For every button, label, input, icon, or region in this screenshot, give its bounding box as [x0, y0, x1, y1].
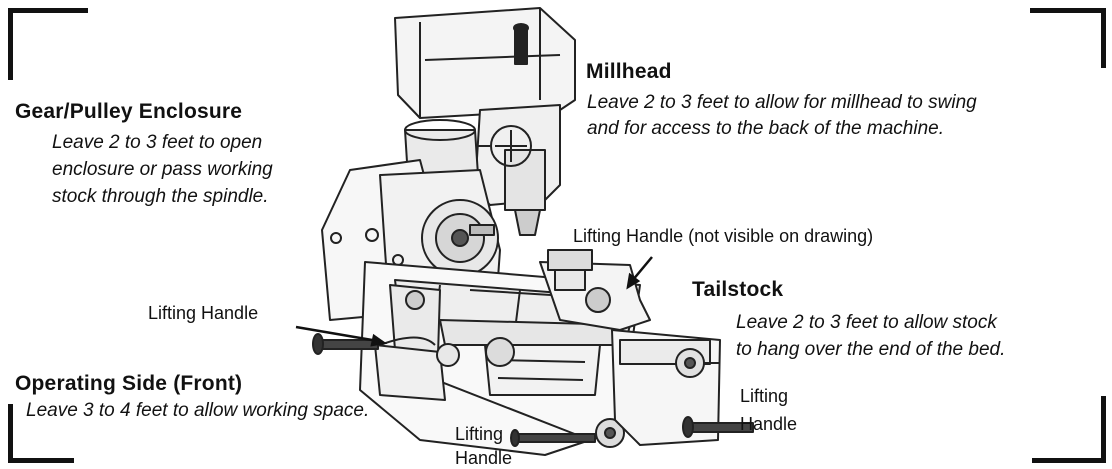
- lifting-handle-bottom-label-line-1: Lifting: [455, 424, 504, 444]
- corner-bracket-top-left-v: [8, 8, 13, 80]
- corner-bracket-top-right-h: [1030, 8, 1106, 13]
- lifting-handle-not-visible-label: Lifting Handle (not visible on drawing): [573, 226, 874, 246]
- tailstock-note-line-2: to hang over the end of the bed.: [736, 339, 1006, 360]
- gear-enclosure-note-line-3: stock through the spindle.: [52, 186, 269, 207]
- gear-enclosure-note-line-1: Leave 2 to 3 feet to open: [52, 132, 263, 153]
- millhead-note-line-1: Leave 2 to 3 feet to allow for millhead …: [587, 92, 977, 113]
- gear-enclosure-title: Gear/Pulley Enclosure: [15, 100, 243, 123]
- corner-bracket-bottom-right-v: [1101, 396, 1106, 463]
- millhead-drawing: [394, 7, 576, 236]
- millhead-note-line-2: and for access to the back of the machin…: [587, 118, 944, 139]
- operating-side-title: Operating Side (Front): [15, 372, 243, 395]
- tailstock-note-line-1: Leave 2 to 3 feet to allow stock: [736, 312, 997, 333]
- tailstock-drawing: [539, 249, 754, 446]
- gear-enclosure-note-line-2: enclosure or pass working: [52, 159, 273, 180]
- lifting-handle-left-label: Lifting Handle: [148, 303, 259, 323]
- corner-bracket-top-left-h: [8, 8, 88, 13]
- lifting-handle-right-label-line-2: Handle: [740, 414, 798, 434]
- millhead-title: Millhead: [586, 60, 672, 83]
- corner-bracket-bottom-left-v: [8, 404, 13, 463]
- pointer-arrows: [295, 256, 653, 347]
- operating-side-note: Leave 3 to 4 feet to allow working space…: [26, 400, 370, 421]
- lifting-handle-right-label-line-1: Lifting: [740, 386, 789, 406]
- corner-bracket-bottom-left-h: [8, 458, 74, 463]
- tailstock-title: Tailstock: [692, 278, 784, 301]
- corner-bracket-bottom-right-h: [1032, 458, 1106, 463]
- lifting-handle-bottom-label-line-2: Handle: [455, 448, 513, 468]
- corner-bracket-top-right-v: [1101, 8, 1106, 68]
